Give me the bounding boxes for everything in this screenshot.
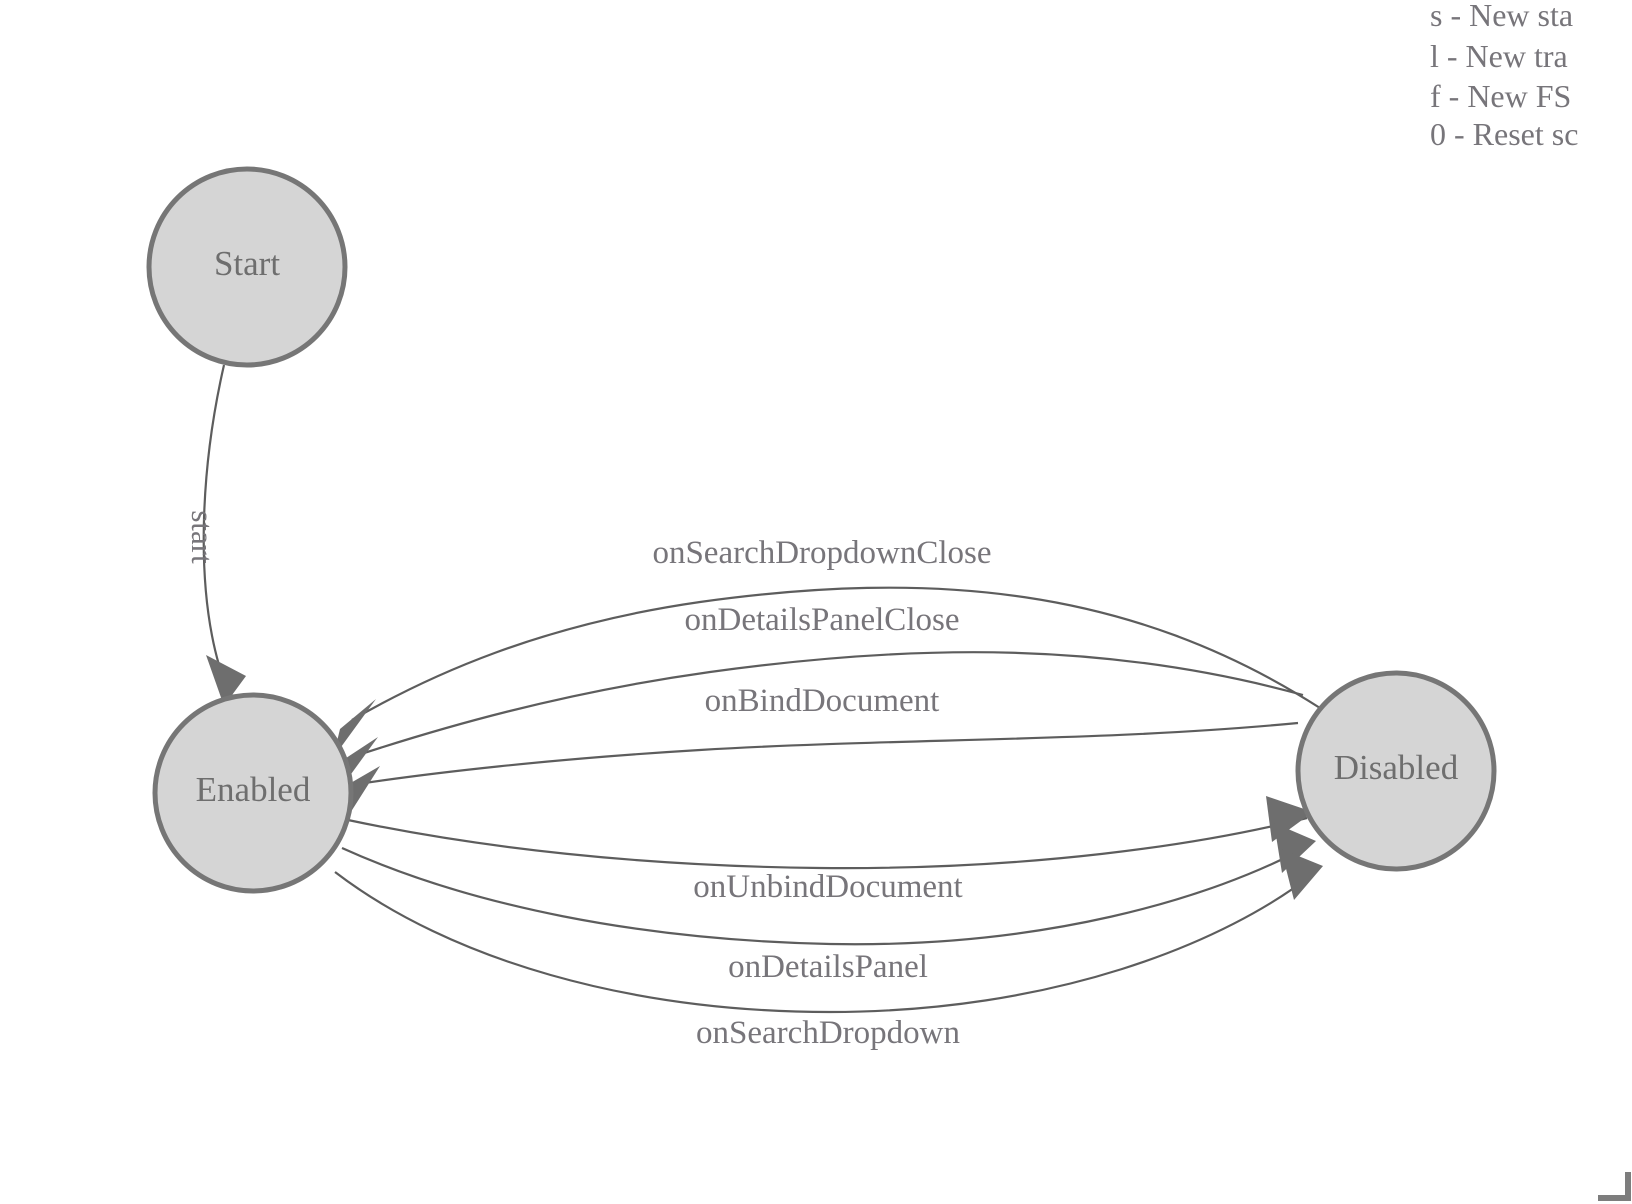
help-line-new-transition: l - New tra [1430, 38, 1568, 74]
state-node-enabled-circle [152, 692, 354, 894]
transition-start[interactable] [202, 364, 246, 706]
transition-t6-label: onSearchDropdown [696, 1015, 960, 1051]
help-line-new-state: s - New sta [1430, 0, 1573, 33]
transition-t2-label: onDetailsPanelClose [685, 602, 960, 638]
help-overlay: s - New sta l - New tra f - New FS 0 - R… [1430, 0, 1578, 152]
transition-t2-path [351, 651, 1304, 759]
state-node-disabled-circle [1295, 670, 1497, 872]
state-node-enabled[interactable]: Enabled [152, 692, 354, 894]
state-node-start-label: Start [214, 244, 280, 283]
transition-t5-label: onDetailsPanel [728, 949, 928, 985]
canvas-resize-corner[interactable] [1598, 1172, 1631, 1201]
transition-t6[interactable] [334, 849, 1323, 1014]
transition-t2[interactable] [338, 651, 1304, 792]
transition-start-arrowhead [206, 655, 246, 706]
state-node-disabled[interactable]: Disabled [1295, 670, 1497, 872]
transition-t1-path [351, 586, 1321, 721]
transition-start-path [202, 364, 226, 666]
transition-t1-label: onSearchDropdownClose [652, 535, 991, 571]
transition-t4-path [347, 816, 1308, 870]
transition-t4[interactable] [347, 796, 1313, 870]
state-node-start[interactable]: Start [146, 166, 348, 368]
transition-start-label: start [185, 510, 220, 564]
help-line-new-fsm: f - New FS [1430, 78, 1571, 114]
transition-t4-label: onUnbindDocument [693, 869, 962, 905]
transition-t3-label: onBindDocument [705, 683, 940, 719]
help-line-reset: 0 - Reset sc [1430, 116, 1578, 152]
transition-t3[interactable] [342, 721, 1299, 818]
transition-t5-path [341, 844, 1311, 946]
state-node-disabled-label: Disabled [1334, 748, 1459, 787]
state-node-enabled-label: Enabled [196, 770, 311, 809]
transition-t1-arrowhead [333, 699, 376, 758]
transition-t3-path [350, 721, 1299, 787]
transition-t1[interactable] [333, 586, 1321, 758]
state-node-start-circle [146, 166, 348, 368]
transition-t6-path [334, 869, 1319, 1014]
transition-t6-arrowhead [1281, 849, 1323, 900]
